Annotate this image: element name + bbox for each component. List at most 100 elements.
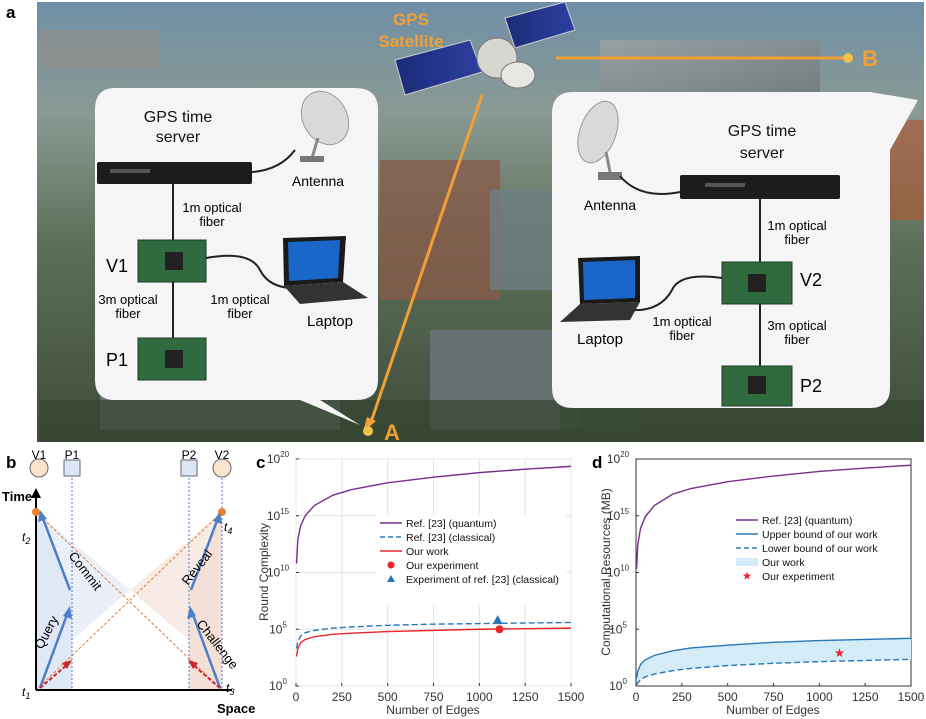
legend-swatch [736,558,758,566]
cone-left [36,512,130,640]
x-tick-label: 1250 [852,690,879,704]
band [636,638,911,685]
commit-arrow [40,515,72,591]
panel-d-label: d [592,453,602,472]
marker-point [495,625,504,634]
x-tick-label: 0 [293,690,300,704]
legend-label: Our work [762,557,805,569]
left-fiber-laptop-2: fiber [227,306,253,321]
gps-server-icon [97,162,252,184]
gps-server-icon [680,175,840,199]
v2-label: V2 [800,270,822,290]
left-server-title-2: server [156,129,201,146]
our-work-band [636,638,911,685]
right-fiber-top-2: fiber [784,232,810,247]
x-tick-label: 1250 [512,690,539,704]
cone-left [36,512,72,690]
legend-swatch [387,561,395,569]
right-fiber-3m-1: 3m optical [767,318,826,333]
markers [834,648,845,658]
y-tick-label: 1010 [607,564,630,580]
legend-label: Our work [406,546,449,558]
legend-swatch [387,575,395,582]
query-dashed-arrow [39,663,69,689]
point-a-marker [363,426,373,436]
t2-label: t2 [22,530,30,546]
reveal-arrow [189,517,220,591]
challenge-dashed-arrow [191,663,221,689]
t1-label: t1 [22,685,30,701]
y-tick-label: 100 [609,677,627,693]
laptop-icon [283,236,368,304]
building [40,30,160,70]
x-tick-label: 750 [423,690,443,704]
panel-a: a GPS Satellite B A GPS [6,1,924,445]
cone-right [130,512,222,640]
left-fiber-laptop-1: 1m optical [210,292,269,307]
y-axis-label: Round Complexity [257,523,271,621]
y-axis-label: Computational Resources (MB) [599,488,613,655]
y-tick-label: 105 [609,620,627,636]
panel-a-label: a [6,3,16,22]
right-fiber-laptop-2: fiber [669,328,695,343]
marker-point [492,615,503,625]
series-line [295,621,572,649]
panel-b-label: b [6,453,16,472]
party-v2: V2 [215,448,230,462]
right-server-title-2: server [740,145,785,162]
left-antenna-label: Antenna [292,173,344,189]
legend-label: Ref. [23] (quantum) [762,515,852,527]
marker-point [834,648,845,658]
x-axis-label: Number of Edges [726,703,819,717]
p2-icon [180,459,198,477]
building [380,160,500,300]
y-tick-label: 1015 [267,507,290,523]
party-v1: V1 [32,448,47,462]
right-bubble: GPS time server Antenna 1m optical fiber… [552,92,918,408]
x-tick-label: 250 [672,690,692,704]
y-tick-label: 1020 [267,450,290,466]
left-laptop-label: Laptop [307,313,353,330]
panel-b: b Time Space V1 P1 P2 V2 t2 t4 t1 t3 [2,448,255,716]
chip [748,274,766,292]
cone-right [189,512,222,690]
time-axis-label: Time [2,489,32,504]
x-tick-label: 1500 [558,690,585,704]
legend: Ref. [23] (quantum)Upper bound of our wo… [736,515,878,583]
laptop-icon [560,256,640,322]
legend-label: Ref. [23] (quantum) [406,518,496,530]
series-line [635,637,912,679]
chip [165,252,183,270]
markers [492,615,504,634]
x-tick-label: 1000 [466,690,493,704]
antenna-cable [619,175,681,195]
satellite-label-1: GPS [393,10,429,29]
p2-label: P2 [800,376,822,396]
space-axis-label: Space [217,701,255,716]
t3-label: t3 [226,681,234,697]
y-tick-label: 1020 [607,450,630,466]
point-b-label: B [862,46,878,71]
challenge-arrow [190,611,222,689]
right-fiber-laptop-1: 1m optical [652,314,711,329]
right-laptop-label: Laptop [577,331,623,348]
right-antenna-label: Antenna [584,197,636,213]
right-fiber-top-1: 1m optical [767,218,826,233]
x-tick-label: 500 [378,690,398,704]
v1-label: V1 [106,256,128,276]
series-line [295,627,572,657]
y-tick-label: 100 [269,677,287,693]
series-lines [295,465,572,657]
legend-swatch [742,571,752,580]
query-arrow [38,611,70,689]
left-server-title-1: GPS time [144,109,213,126]
light-cone-edge [35,511,223,691]
left-bubble: GPS time server Antenna 1m optical fiber… [95,88,378,425]
x-tick-label: 750 [763,690,783,704]
x-tick-label: 0 [633,690,640,704]
p1-icon [63,459,81,477]
p1-label: P1 [106,350,128,370]
